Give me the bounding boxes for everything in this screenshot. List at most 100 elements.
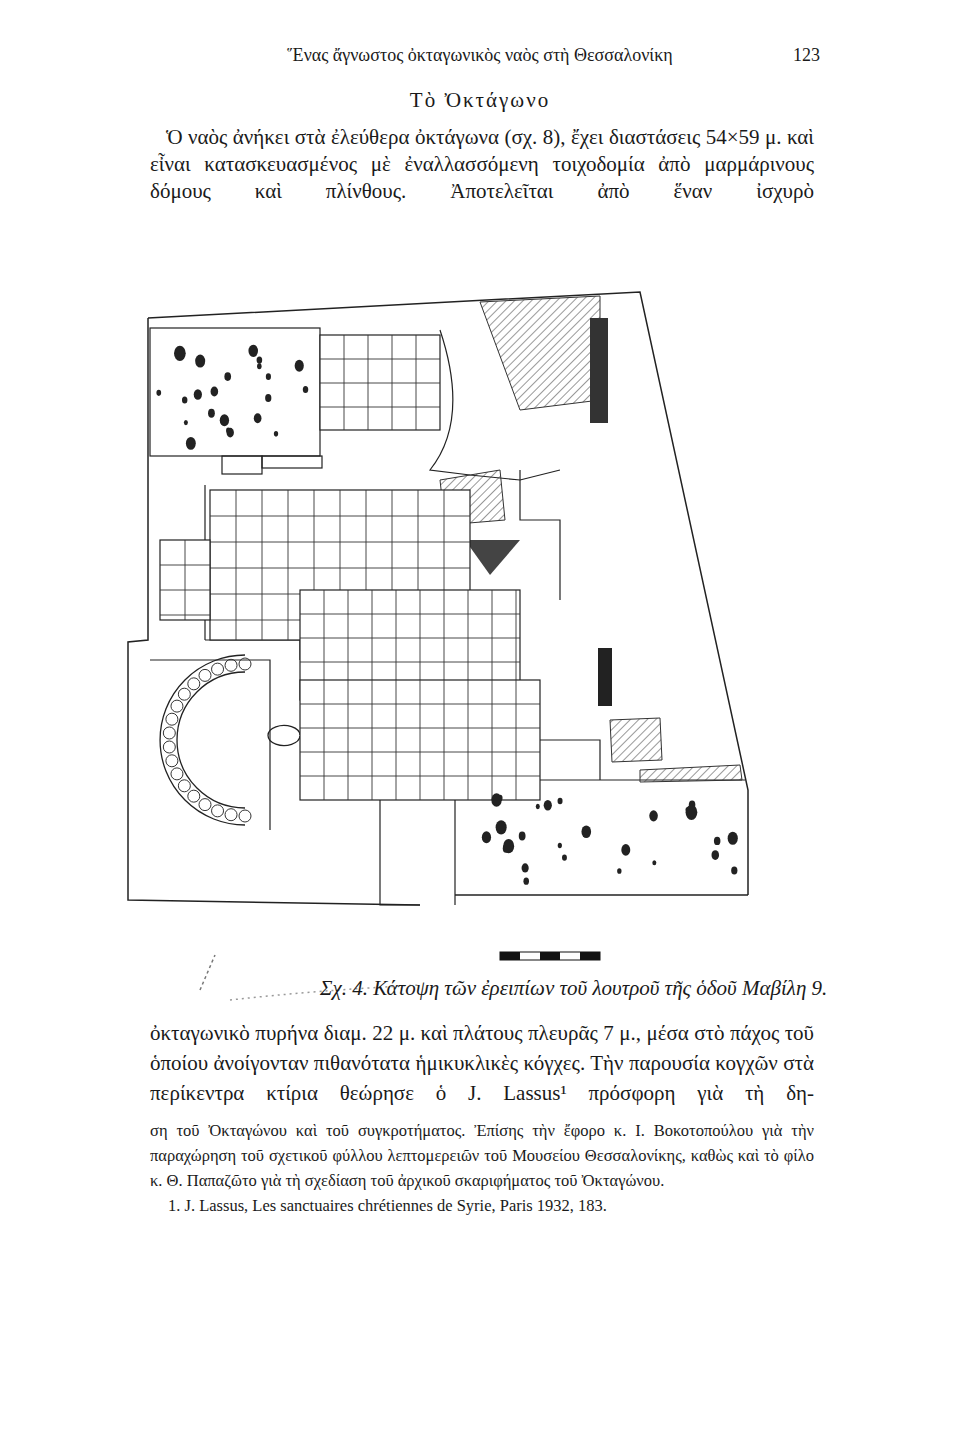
stone xyxy=(686,805,698,820)
paving-joint xyxy=(320,383,440,384)
stone xyxy=(522,863,529,872)
apse-stone xyxy=(171,700,183,712)
apse-stone xyxy=(225,809,237,821)
paving-joint xyxy=(392,335,393,430)
page-number: 123 xyxy=(770,44,820,67)
body-text: ὀκταγωνικὸ πυρήνα διαμ. 22 μ. καὶ πλάτου… xyxy=(150,1018,814,1108)
apse-stone xyxy=(163,727,175,739)
paving-joint xyxy=(320,359,440,360)
paving-joint xyxy=(324,680,325,800)
paving-joint xyxy=(300,614,520,615)
stone xyxy=(621,844,630,856)
paving-joint xyxy=(320,407,440,408)
stone xyxy=(186,437,196,450)
stone xyxy=(220,414,229,426)
stone xyxy=(265,394,271,402)
paving-joint xyxy=(185,540,186,620)
apse-stone xyxy=(239,810,251,822)
stone xyxy=(211,387,219,397)
figure-caption: Σχ. 4. Κάτοψη τῶν ἐρειπίων τοῦ λουτροῦ τ… xyxy=(320,976,840,1001)
stone xyxy=(266,373,271,380)
stone xyxy=(184,420,188,425)
stone xyxy=(503,839,514,853)
apse-stone xyxy=(166,755,178,767)
stone xyxy=(558,843,562,848)
apse-stone xyxy=(212,663,224,675)
paving-joint xyxy=(420,680,421,800)
stone xyxy=(731,866,737,874)
footnote: ση τοῦ Ὀκταγώνου καὶ τοῦ συγκροτήματος. … xyxy=(150,1118,814,1193)
paving-joint xyxy=(468,680,469,800)
apse-stone xyxy=(171,768,183,780)
apse-stone xyxy=(239,658,251,670)
section-heading: Τὸ Ὀκτάγωνο xyxy=(300,88,660,113)
stone xyxy=(544,800,552,811)
stone xyxy=(257,356,263,363)
stone xyxy=(523,878,529,885)
stone xyxy=(274,431,278,437)
stone xyxy=(248,345,258,357)
paving-joint xyxy=(396,680,397,800)
stone xyxy=(581,826,591,839)
paving-joint xyxy=(300,776,540,777)
apse-stone xyxy=(212,805,224,817)
stone xyxy=(562,854,567,860)
stone xyxy=(728,832,738,845)
stone xyxy=(536,804,540,809)
paving-joint xyxy=(262,490,263,640)
stone xyxy=(482,831,491,843)
stone xyxy=(174,346,186,361)
paving-joint xyxy=(288,490,289,640)
paving-area xyxy=(160,540,210,620)
paving-joint xyxy=(444,680,445,800)
paving-joint xyxy=(368,335,369,430)
paving-joint xyxy=(492,680,493,800)
stone xyxy=(156,390,161,396)
stone xyxy=(295,360,304,372)
running-header: Ἕνας ἄγνωστος ὀκταγωνικὸς ναὸς στὴ Θεσσα… xyxy=(200,44,760,67)
paving-joint xyxy=(160,615,210,616)
site-boundary xyxy=(128,292,748,1000)
apse-stone xyxy=(199,799,211,811)
stone xyxy=(617,868,621,874)
paving-joint xyxy=(300,638,520,639)
paving-joint xyxy=(160,590,210,591)
paving-joint xyxy=(160,565,210,566)
paving-grids xyxy=(160,335,540,800)
paving-joint xyxy=(300,704,540,705)
paving-joint xyxy=(300,662,520,663)
paving-joint xyxy=(372,680,373,800)
walls xyxy=(150,328,745,905)
stone xyxy=(227,428,234,438)
apse-stone xyxy=(188,790,200,802)
stone xyxy=(649,810,658,821)
stone xyxy=(652,860,656,865)
stone xyxy=(208,409,215,418)
stone xyxy=(224,372,231,381)
stone xyxy=(491,793,501,807)
footnote: 1. J. Lassus, Les sanctuaires chrétienne… xyxy=(150,1193,814,1218)
scale-bar xyxy=(500,952,600,960)
apse-stone xyxy=(188,678,200,690)
stone xyxy=(496,820,507,834)
apse-stone xyxy=(178,780,190,792)
paving-joint xyxy=(210,516,470,517)
stone xyxy=(303,386,308,393)
apse-stone xyxy=(225,659,237,671)
stone-scatter xyxy=(156,345,737,885)
stone xyxy=(182,396,187,403)
stone xyxy=(257,363,262,369)
apse-stone xyxy=(178,688,190,700)
apse-stone xyxy=(163,741,175,753)
apse-stone xyxy=(166,713,178,725)
paving-joint xyxy=(300,752,540,753)
paving-joint xyxy=(348,680,349,800)
stone xyxy=(712,850,720,860)
paving-joint xyxy=(344,335,345,430)
paving-area xyxy=(300,680,540,800)
paving-joint xyxy=(210,542,470,543)
apse-stone xyxy=(199,669,211,681)
apse xyxy=(160,655,300,825)
paving-joint xyxy=(416,335,417,430)
